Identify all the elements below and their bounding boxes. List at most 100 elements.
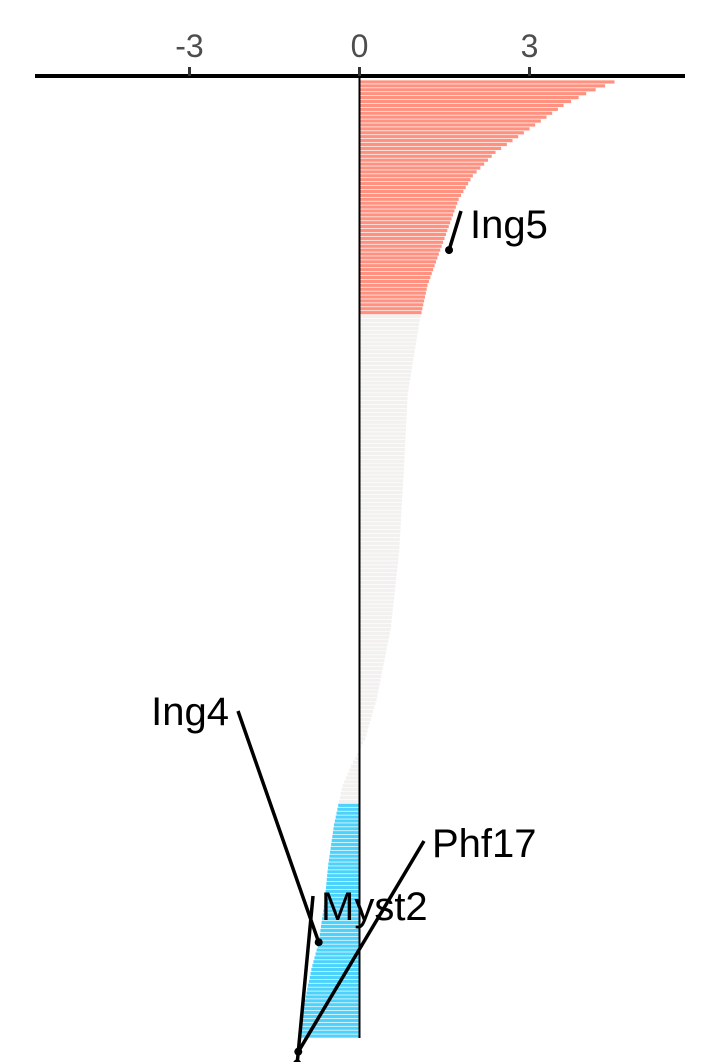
bar-up [359, 260, 436, 264]
bar-down [328, 862, 360, 866]
bar-up [359, 166, 481, 170]
bar-neutral [342, 784, 360, 788]
bar-neutral [359, 690, 379, 694]
bar-neutral [359, 471, 404, 475]
bar-neutral [359, 326, 419, 330]
annotation-leader-ing5 [447, 210, 463, 251]
bar-neutral [359, 389, 409, 393]
bar-neutral [359, 502, 402, 506]
bar-neutral [359, 451, 405, 456]
bar-neutral [359, 440, 406, 444]
bar-down [327, 870, 360, 874]
bar-up [359, 217, 452, 221]
bar-neutral [359, 357, 414, 362]
bar-neutral [359, 674, 382, 678]
annotation-label-ing5: Ing5 [470, 203, 548, 247]
bar-down [318, 940, 360, 944]
bar-down [337, 807, 360, 811]
bar-up [359, 232, 446, 237]
bar-neutral [359, 635, 390, 639]
bar-up [359, 197, 459, 201]
bar-neutral [359, 541, 400, 545]
bar-up [359, 236, 445, 240]
bar-neutral [339, 799, 360, 804]
bar-up [359, 201, 458, 205]
bar-up [359, 225, 449, 229]
bar-up [359, 123, 536, 127]
bar-up [359, 182, 469, 186]
bar-up [359, 189, 464, 194]
bar-neutral [359, 522, 401, 526]
bar-up [359, 221, 451, 225]
bar-up [359, 240, 444, 244]
bar-neutral [359, 490, 403, 495]
x-tick-label: -3 [175, 28, 203, 64]
bar-neutral [359, 334, 418, 338]
bar-down [302, 1007, 360, 1011]
bar-neutral [359, 377, 411, 381]
bar-up [359, 283, 428, 287]
bar-neutral [349, 768, 360, 772]
bar-down [317, 944, 360, 948]
bar-up [359, 303, 424, 307]
bar-down [325, 893, 360, 897]
bar-down [327, 866, 360, 870]
annotation-label-ing4: Ing4 [151, 690, 229, 734]
bar-down [301, 1010, 360, 1015]
bar-down [323, 905, 360, 909]
bar-up [359, 150, 496, 154]
bar-neutral [359, 569, 398, 573]
bar-down [327, 874, 360, 878]
bar-down [329, 854, 360, 858]
bar-up [359, 127, 530, 131]
bar-neutral [359, 694, 378, 698]
bar-neutral [359, 397, 408, 401]
bar-neutral [359, 350, 415, 354]
bar-up [359, 142, 507, 147]
bar-up [359, 252, 439, 256]
bar-neutral [353, 760, 360, 764]
annotation-leader-myst2 [295, 895, 315, 1062]
bar-up [359, 268, 434, 272]
bar-neutral [359, 588, 395, 592]
bar-neutral [359, 561, 398, 565]
bar-neutral [359, 412, 407, 416]
bar-down [331, 842, 360, 847]
bar-neutral [340, 792, 360, 796]
bar-up [359, 279, 429, 283]
x-tick-label: 3 [521, 28, 539, 64]
bar-neutral [359, 655, 386, 659]
bar-neutral [359, 408, 407, 413]
bar-neutral [359, 616, 392, 620]
bar-down [319, 932, 360, 936]
bar-down [331, 838, 360, 843]
bar-down [333, 827, 360, 831]
bar-neutral [359, 373, 411, 377]
bar-down [299, 1026, 360, 1030]
annotation-point-ing4 [314, 938, 323, 947]
bar-neutral [359, 518, 401, 522]
bar-neutral [359, 631, 390, 635]
bar-neutral [359, 404, 408, 409]
bar-down [332, 835, 360, 839]
bar-neutral [359, 467, 404, 471]
bar-up [359, 311, 422, 315]
bar-down [322, 913, 360, 917]
bar-neutral [359, 385, 409, 389]
bar-up [359, 146, 502, 151]
bar-neutral [359, 361, 413, 366]
bar-down [310, 971, 360, 976]
bar-up [359, 92, 587, 96]
bar-up [359, 307, 423, 311]
bar-down [328, 858, 360, 862]
bar-neutral [359, 354, 414, 358]
bar-neutral [359, 600, 394, 604]
bar-up [359, 244, 442, 248]
bar-neutral [359, 318, 420, 323]
bar-down [325, 885, 360, 890]
bar-neutral [359, 576, 397, 581]
bar-neutral [359, 639, 389, 643]
bar-neutral [359, 619, 392, 624]
bar-neutral [345, 776, 360, 780]
